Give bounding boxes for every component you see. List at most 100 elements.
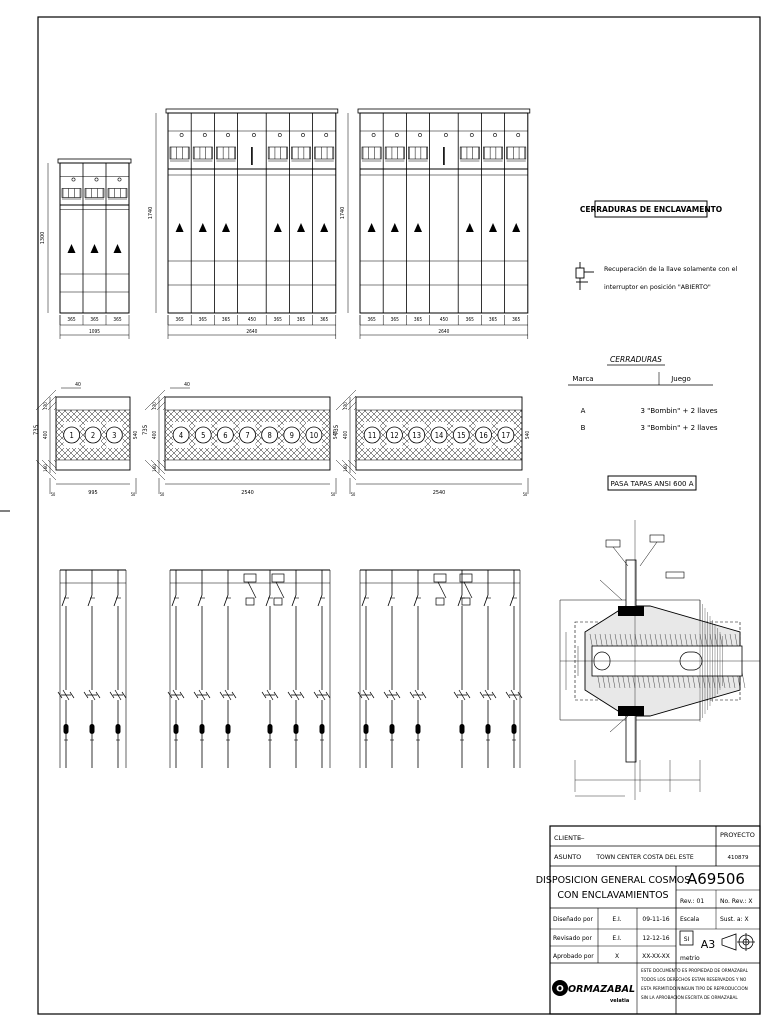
locks-row-mark: A	[581, 407, 586, 415]
cable-terminal-icon	[199, 724, 205, 734]
height-label: 1300	[40, 232, 46, 245]
cubicle-number-circle	[283, 426, 301, 444]
earth-mark	[69, 691, 75, 699]
cable-terminal-icon	[389, 724, 395, 734]
cubicle-number-circle	[261, 426, 279, 444]
cubicle-number-circle	[63, 426, 81, 444]
ownership-notice: SIN LA APROBACION ESCRITA DE ORMAZABAL	[641, 995, 738, 1000]
plan-height-dim: 400	[152, 431, 158, 440]
plan-height-dim: 160	[43, 464, 49, 472]
indicator-icon	[469, 133, 474, 137]
lattice-line	[355, 449, 367, 461]
plan-end-dim: 50	[51, 492, 56, 497]
units-box: SI	[684, 936, 690, 943]
earth-mark	[62, 689, 70, 701]
earth-mark	[369, 691, 375, 699]
cubicle-number: 15	[457, 431, 466, 440]
total-width-label: 2640	[438, 329, 449, 335]
switch-blade	[317, 594, 323, 607]
lattice-line	[164, 455, 170, 461]
lattice-line	[164, 409, 188, 433]
lattice-line	[156, 459, 166, 469]
lattice-line	[208, 409, 260, 461]
cubicle-number-circle	[84, 426, 102, 444]
earth-mark	[421, 691, 427, 699]
earth-mark	[231, 691, 237, 699]
interlock-key-icon	[433, 573, 447, 583]
lattice-line	[55, 437, 79, 461]
single-line-diagrams	[57, 569, 523, 768]
lattice-line	[381, 409, 433, 461]
switch-blade	[87, 594, 93, 607]
lattice-line	[164, 409, 170, 415]
indicator-icon	[493, 133, 497, 137]
lattice-line	[55, 409, 61, 415]
mimic-panel	[384, 146, 405, 160]
leader-line	[599, 579, 623, 601]
lattice-line	[310, 440, 331, 461]
plan-height-dim: 160	[152, 464, 158, 472]
earth-mark	[388, 689, 396, 701]
plan-height-dim: 735	[333, 425, 340, 435]
earth-mark	[453, 691, 459, 699]
mimic-panel	[84, 188, 105, 198]
project-value: 410879	[728, 855, 749, 861]
lattice-line	[123, 453, 131, 461]
company-sub: velatia	[610, 998, 629, 1004]
indicator-icon	[371, 133, 376, 137]
cubicle-number-circle	[194, 426, 212, 444]
earth-mark	[114, 689, 122, 701]
cubicle-number: 1	[70, 431, 74, 440]
switch-blade	[413, 594, 419, 607]
cubicle-width-label: 365	[320, 317, 328, 323]
plan-height-dim: 400	[43, 431, 49, 440]
cubicle-width-label: 365	[90, 317, 98, 323]
lattice-line	[190, 409, 242, 461]
callout-box	[665, 571, 685, 579]
cubicle-number: 6	[223, 431, 227, 440]
mimic-panel	[291, 146, 311, 160]
client-value: —	[578, 834, 585, 842]
lattice-line	[111, 441, 131, 461]
plan-width-label: 2540	[433, 490, 446, 496]
cubicle-number-circle	[172, 426, 190, 444]
lattice-line	[55, 443, 73, 461]
total-width-label: 2640	[246, 329, 257, 335]
company-name: ORMAZABAL	[568, 984, 635, 995]
switch-blade	[361, 594, 367, 607]
cubicle-width-label: 365	[512, 317, 520, 323]
height-label: 1740	[340, 207, 346, 220]
schematic-left	[57, 569, 127, 768]
interlock-key-icon	[459, 573, 473, 583]
switch-blade	[61, 594, 67, 607]
company-logo-letter: O	[556, 985, 564, 995]
cubicle-number: 16	[479, 431, 488, 440]
cable-terminal-icon	[173, 724, 179, 734]
lattice-line	[47, 401, 57, 411]
lattice-line	[280, 409, 331, 460]
lattice-line	[166, 409, 218, 461]
warning-icon	[512, 223, 521, 232]
lattice-line	[316, 409, 331, 424]
earth-mark	[179, 691, 185, 699]
cubicle-number: 12	[390, 431, 399, 440]
interlock-description-1: Recuperación de la llave solamente con e…	[604, 265, 738, 273]
cable-terminal-icon	[459, 724, 465, 734]
cable-terminal-icon	[319, 724, 325, 734]
lattice-line	[335, 389, 357, 411]
cable-terminal-icon	[89, 724, 95, 734]
earth-mark	[318, 689, 326, 701]
warning-icon	[113, 244, 122, 253]
leader-line	[639, 541, 658, 567]
key-lock-icon	[575, 262, 594, 290]
plan-outline	[164, 396, 331, 471]
lattice-line	[355, 409, 379, 433]
cubicle-number-circle	[452, 426, 470, 444]
plan-right-dim: 540	[133, 431, 139, 440]
lattice-line	[41, 459, 57, 475]
earth-mark	[362, 689, 370, 701]
cubicle-width-label: 365	[274, 317, 282, 323]
